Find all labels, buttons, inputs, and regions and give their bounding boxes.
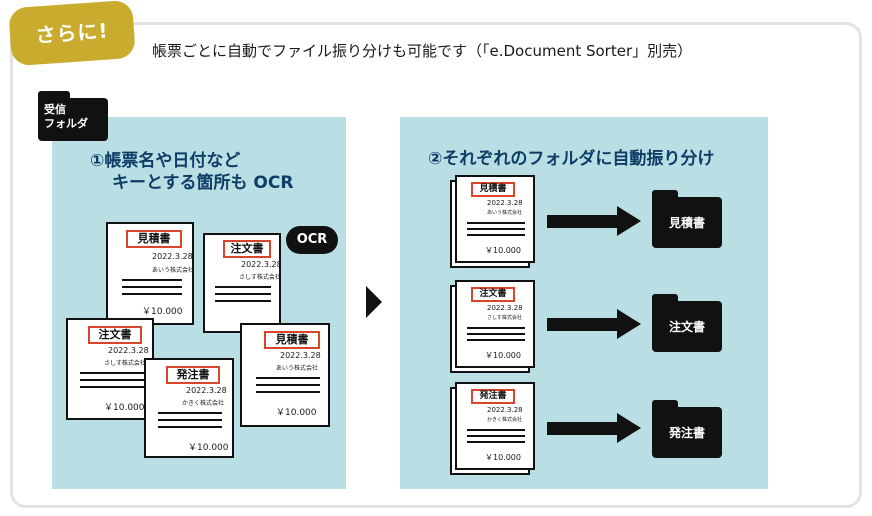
document-company: さしす株式会社 — [239, 274, 281, 281]
document-tag: 見積書 — [126, 230, 182, 248]
quote-folder-label: 見積書 — [668, 216, 705, 230]
document-tag: 注文書 — [88, 326, 142, 344]
document-amount: ￥10.000 — [104, 403, 145, 413]
document-amount: ￥10.000 — [485, 453, 521, 462]
document-company: あいう株式会社 — [487, 210, 523, 216]
document-order-1: 注文書 2022.3.28 さしす株式会社 — [203, 233, 282, 333]
sorted-document-order: 注文書 2022.3.28 さしす株式会社 ￥10.000 — [455, 280, 535, 368]
sorted-document-quote: 見積書 2022.3.28 あいう株式会社 ￥10.000 — [455, 175, 535, 263]
purchase-order-folder-label: 発注書 — [668, 426, 705, 440]
headline: 帳票ごとに自動でファイル振り分けも可能です（「e.Document Sorter… — [152, 42, 693, 60]
sorted-document-purchase-order: 発注書 2022.3.28 かきく株式会社 ￥10.000 — [455, 382, 535, 470]
step1-title-line2: キーとする箇所も OCR — [112, 173, 294, 193]
order-folder-icon: 注文書 — [652, 294, 722, 352]
document-company: さしす株式会社 — [487, 315, 522, 321]
document-tag: 注文書 — [471, 287, 515, 302]
document-purchase-order: 発注書 2022.3.28 かきく株式会社 ￥10.000 — [144, 358, 234, 458]
document-company: あいう株式会社 — [152, 267, 195, 274]
document-date: 2022.3.28 — [241, 260, 282, 269]
document-date: 2022.3.28 — [487, 304, 523, 312]
document-date: 2022.3.28 — [108, 346, 149, 355]
inbox-folder-label-1: 受信 — [44, 103, 66, 116]
badge-label: さらに! — [34, 18, 110, 48]
step1-title-line1: ①帳票名や日付など — [90, 151, 241, 171]
document-amount: ￥10.000 — [485, 246, 521, 255]
inbox-folder-label-2: フォルダ — [44, 117, 88, 130]
document-date: 2022.3.28 — [186, 386, 227, 395]
document-company: さしす株式会社 — [104, 360, 146, 367]
order-folder-label: 注文書 — [668, 320, 705, 334]
step1-title: ①帳票名や日付など キーとする箇所も OCR — [90, 150, 293, 194]
document-amount: ￥10.000 — [142, 307, 183, 317]
purchase-order-folder-icon: 発注書 — [652, 400, 722, 458]
next-step-arrow-icon — [366, 286, 382, 318]
document-tag: 発注書 — [166, 366, 220, 384]
document-quote-1: 見積書 2022.3.28 あいう株式会社 ￥10.000 — [106, 222, 194, 325]
document-tag: 注文書 — [223, 240, 271, 258]
step2-title: ②それぞれのフォルダに自動振り分け — [428, 149, 715, 169]
document-date: 2022.3.28 — [487, 199, 523, 207]
document-tag: 見積書 — [471, 182, 515, 197]
document-date: 2022.3.28 — [280, 351, 321, 360]
document-amount: ￥10.000 — [485, 351, 521, 360]
document-tag: 発注書 — [471, 389, 515, 404]
document-date: 2022.3.28 — [487, 406, 523, 414]
document-amount: ￥10.000 — [276, 408, 317, 418]
document-company: あいう株式会社 — [276, 365, 319, 372]
document-quote-2: 見積書 2022.3.28 あいう株式会社 ￥10.000 — [240, 323, 330, 427]
document-order-2: 注文書 2022.3.28 さしす株式会社 ￥10.000 — [66, 318, 154, 420]
document-date: 2022.3.28 — [152, 252, 193, 261]
inbox-folder-icon: 受信 フォルダ — [38, 91, 108, 141]
document-company: かきく株式会社 — [182, 400, 225, 407]
ocr-badge: OCR — [286, 226, 338, 254]
badge: さらに! — [8, 0, 136, 67]
document-company: かきく株式会社 — [487, 417, 523, 423]
quote-folder-icon: 見積書 — [652, 190, 722, 248]
document-amount: ￥10.000 — [188, 443, 229, 453]
document-tag: 見積書 — [264, 331, 320, 349]
